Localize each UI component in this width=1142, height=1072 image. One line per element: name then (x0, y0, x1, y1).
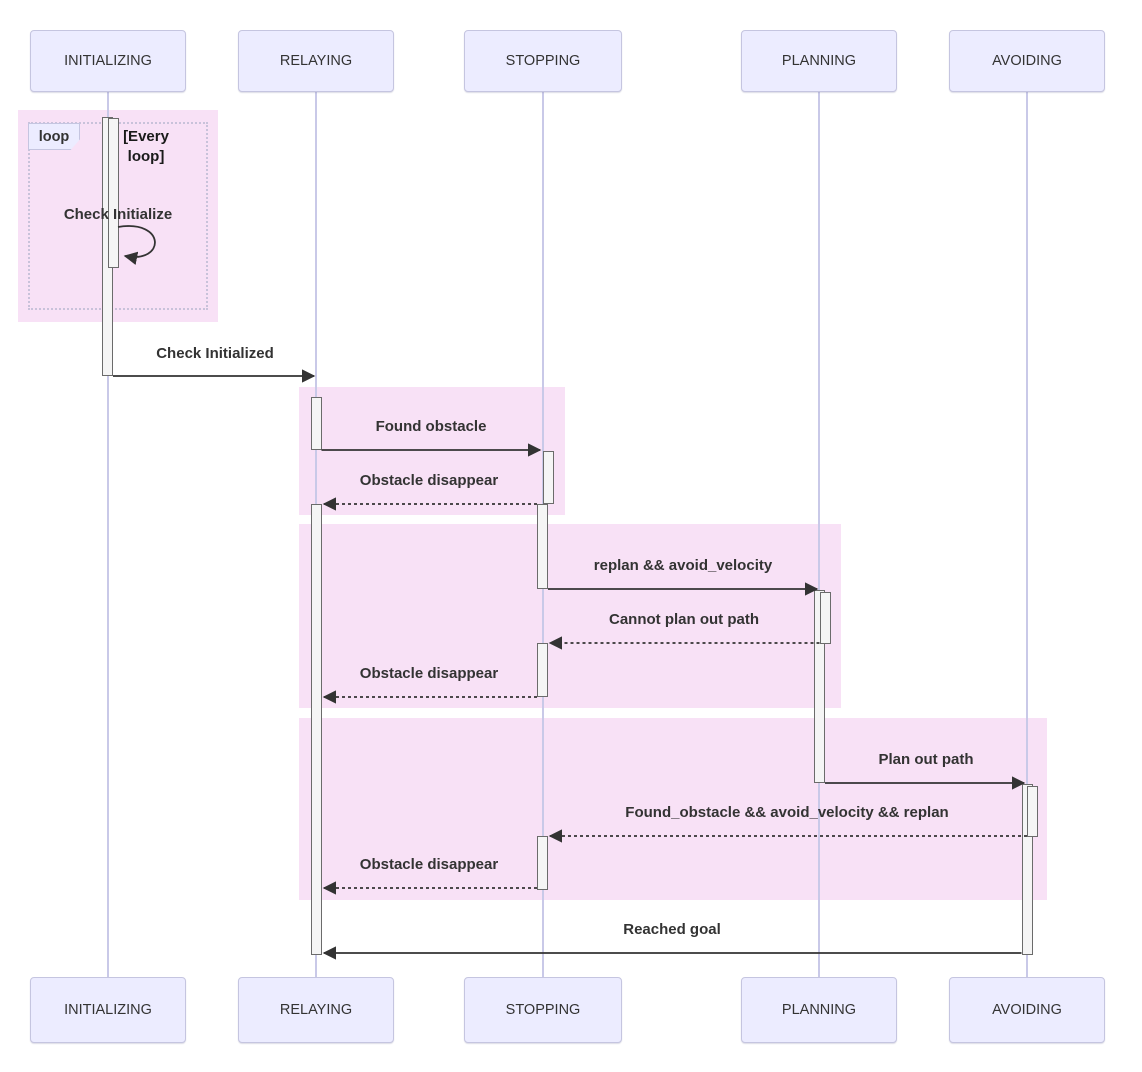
highlight-rect-2 (299, 524, 841, 708)
activation-stopping-1 (542, 451, 554, 504)
participant-label: RELAYING (279, 53, 353, 69)
lifeline-avoiding (1026, 92, 1028, 977)
participant-label: STOPPING (505, 53, 581, 69)
message-check-initialize: Check Initialize (63, 206, 173, 223)
participant-top-avoiding: AVOIDING (949, 30, 1105, 92)
participant-label: AVOIDING (992, 53, 1062, 69)
participant-label: AVOIDING (992, 1002, 1062, 1018)
highlight-rect-1 (299, 387, 565, 515)
message-obstacle-disappear-1: Obstacle disappear (359, 472, 499, 489)
activation-initializing-nested (107, 118, 119, 268)
lifeline-initializing (107, 92, 109, 977)
loop-fragment-condition: [Every loop] (123, 128, 169, 165)
participant-label: PLANNING (781, 1002, 857, 1018)
participant-bottom-relaying: RELAYING (238, 977, 394, 1043)
message-found-obstacle-avoid-replan: Found_obstacle && avoid_velocity && repl… (625, 804, 949, 821)
activation-avoiding-nested (1027, 786, 1038, 837)
participant-top-initializing: INITIALIZING (30, 30, 186, 92)
message-check-initialized: Check Initialized (156, 345, 274, 362)
activation-planning-main (814, 590, 825, 783)
participant-label: RELAYING (279, 1002, 353, 1018)
participant-label: PLANNING (781, 53, 857, 69)
participant-bottom-avoiding: AVOIDING (949, 977, 1105, 1043)
participant-top-stopping: STOPPING (464, 30, 622, 92)
participant-top-planning: PLANNING (741, 30, 897, 92)
message-reached-goal: Reached goal (623, 921, 721, 938)
participant-bottom-stopping: STOPPING (464, 977, 622, 1043)
activation-stopping-2 (537, 504, 548, 589)
activation-stopping-4 (537, 836, 548, 890)
message-plan-out-path: Plan out path (878, 751, 974, 768)
participant-label: INITIALIZING (64, 1002, 152, 1018)
message-obstacle-disappear-2: Obstacle disappear (359, 665, 499, 682)
participant-bottom-initializing: INITIALIZING (30, 977, 186, 1043)
activation-planning-nested (819, 592, 831, 644)
message-obstacle-disappear-3: Obstacle disappear (359, 856, 499, 873)
activation-stopping-3 (537, 643, 548, 697)
participant-bottom-planning: PLANNING (741, 977, 897, 1043)
message-found-obstacle: Found obstacle (375, 418, 487, 435)
participant-label: STOPPING (505, 1002, 581, 1018)
activation-relaying-1 (310, 397, 322, 450)
lifeline-planning (818, 92, 820, 977)
loop-fragment-label: loop (28, 123, 80, 150)
participant-label: INITIALIZING (64, 53, 152, 69)
activation-relaying-2 (310, 504, 322, 955)
highlight-rect-3 (299, 718, 1047, 900)
activation-avoiding-main (1021, 784, 1033, 955)
message-replan-avoid-velocity: replan && avoid_velocity (593, 557, 773, 574)
message-cannot-plan-out-path: Cannot plan out path (609, 611, 759, 628)
participant-top-relaying: RELAYING (238, 30, 394, 92)
